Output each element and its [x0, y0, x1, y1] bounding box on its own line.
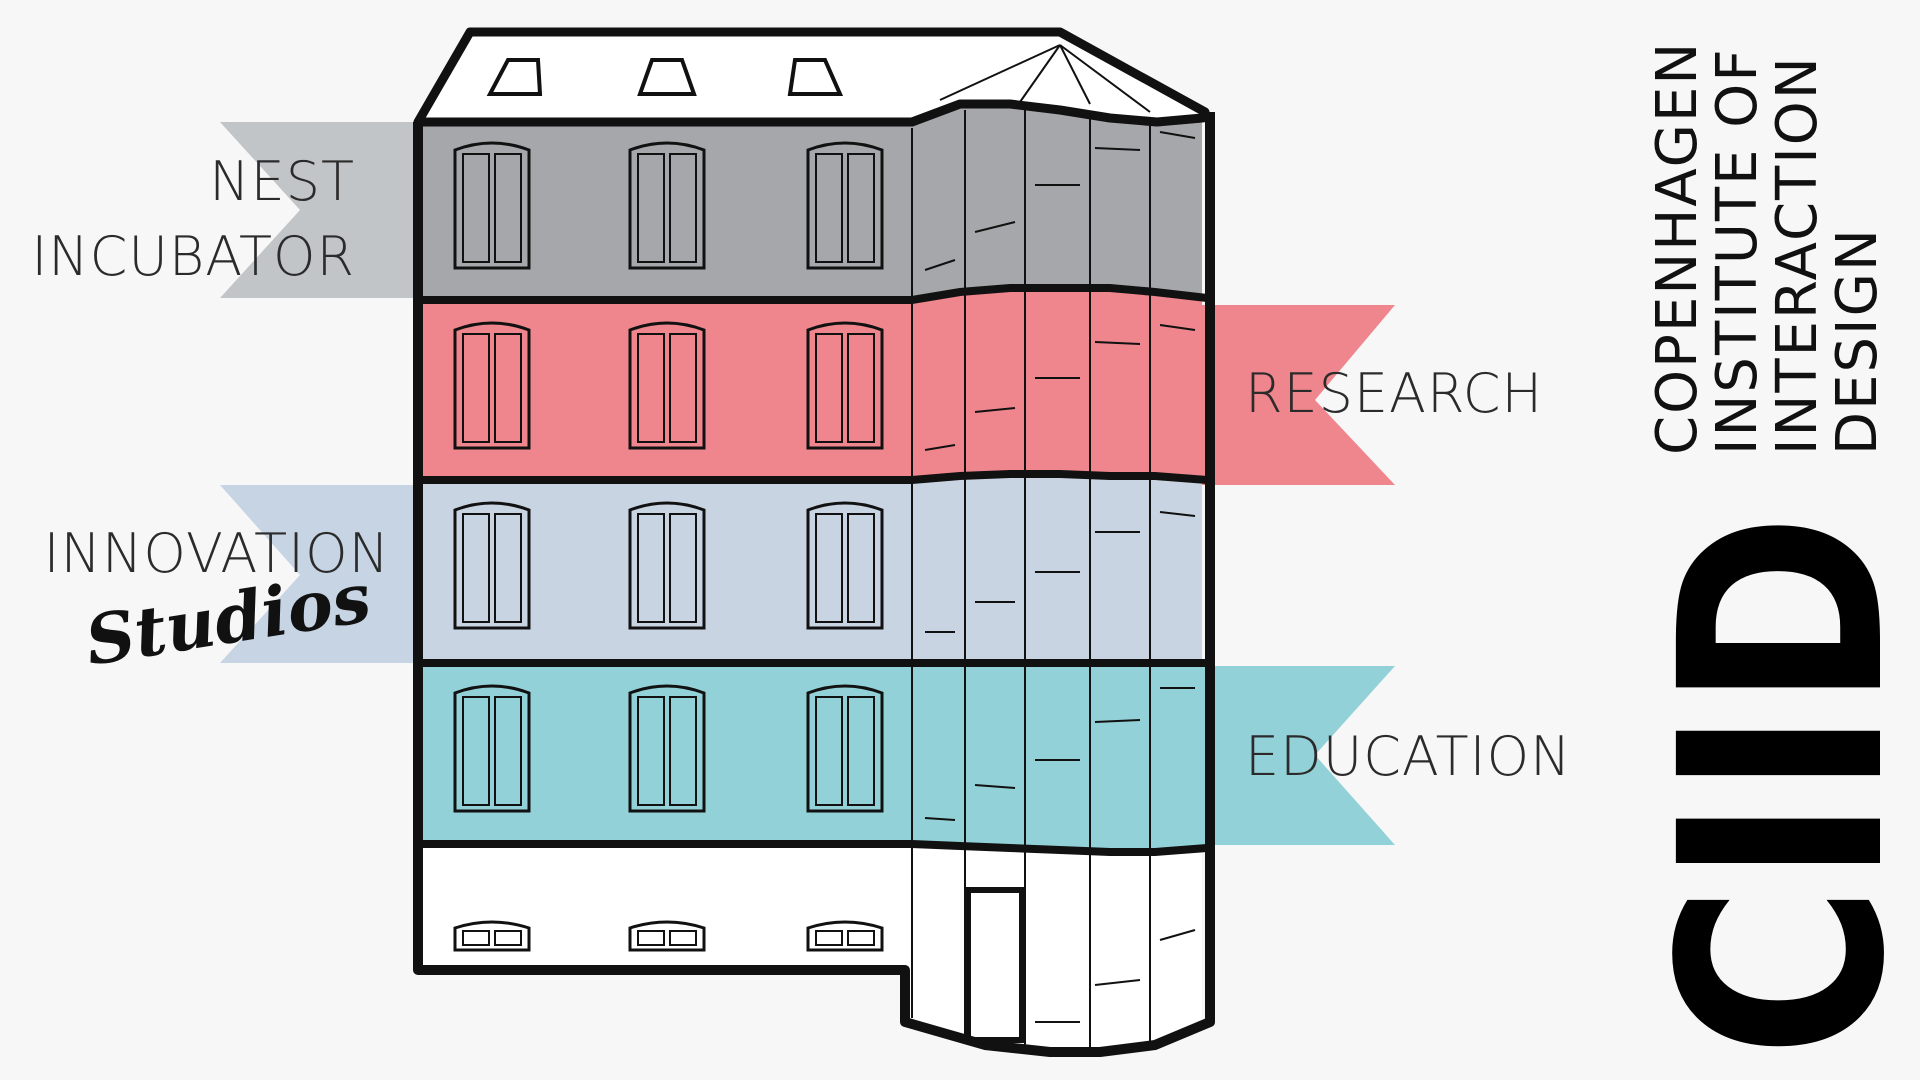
window: [806, 501, 884, 630]
window: [806, 684, 884, 813]
window: [806, 141, 884, 270]
entrance-door: [965, 887, 1025, 1043]
education-ribbon: [1195, 666, 1395, 845]
window: [628, 321, 706, 450]
org-line-2: INSTITUTE OF: [1705, 47, 1770, 455]
basement-window: [806, 920, 884, 952]
floor-nest: [418, 104, 1202, 300]
window: [628, 684, 706, 813]
window: [453, 321, 531, 450]
roof-tower-lines: [939, 44, 1151, 113]
org-line-4: DESIGN: [1825, 227, 1890, 455]
innovation-studios-ribbon: [220, 485, 420, 663]
window: [453, 684, 531, 813]
floor-ground: [418, 844, 1202, 1052]
building: [413, 27, 1215, 1057]
building-outline: [413, 112, 1215, 1057]
basement-window: [453, 920, 531, 952]
tower-panels: [911, 108, 1196, 1050]
roof: [413, 27, 1210, 127]
basement-window: [628, 920, 706, 952]
research-ribbon: [1195, 305, 1395, 485]
window: [628, 501, 706, 630]
roof-skylights: [486, 58, 844, 96]
window: [628, 141, 706, 270]
window: [453, 501, 531, 630]
org-line-1: COPENHAGEN: [1645, 41, 1710, 455]
window: [806, 321, 884, 450]
floor-education: [418, 663, 1202, 852]
label-innovation: INNOVATION: [44, 522, 390, 585]
window: [453, 141, 531, 270]
label-incubator: INCUBATOR: [31, 225, 355, 288]
windows: [453, 141, 884, 952]
label-research: RESEARCH: [1245, 362, 1543, 425]
nest-incubator-ribbon: [220, 122, 420, 298]
floor-research: [418, 288, 1202, 480]
floor-innovation: [418, 474, 1202, 663]
label-education: EDUCATION: [1245, 725, 1572, 788]
org-line-3: INTERACTION: [1765, 55, 1830, 455]
ciid-logo: CIID: [1621, 513, 1920, 1058]
floor-dividers: [418, 100, 1208, 856]
organization-name: COPENHAGEN INSTITUTE OF INTERACTION DESI…: [1645, 41, 1890, 455]
label-nest: NEST: [209, 150, 355, 213]
